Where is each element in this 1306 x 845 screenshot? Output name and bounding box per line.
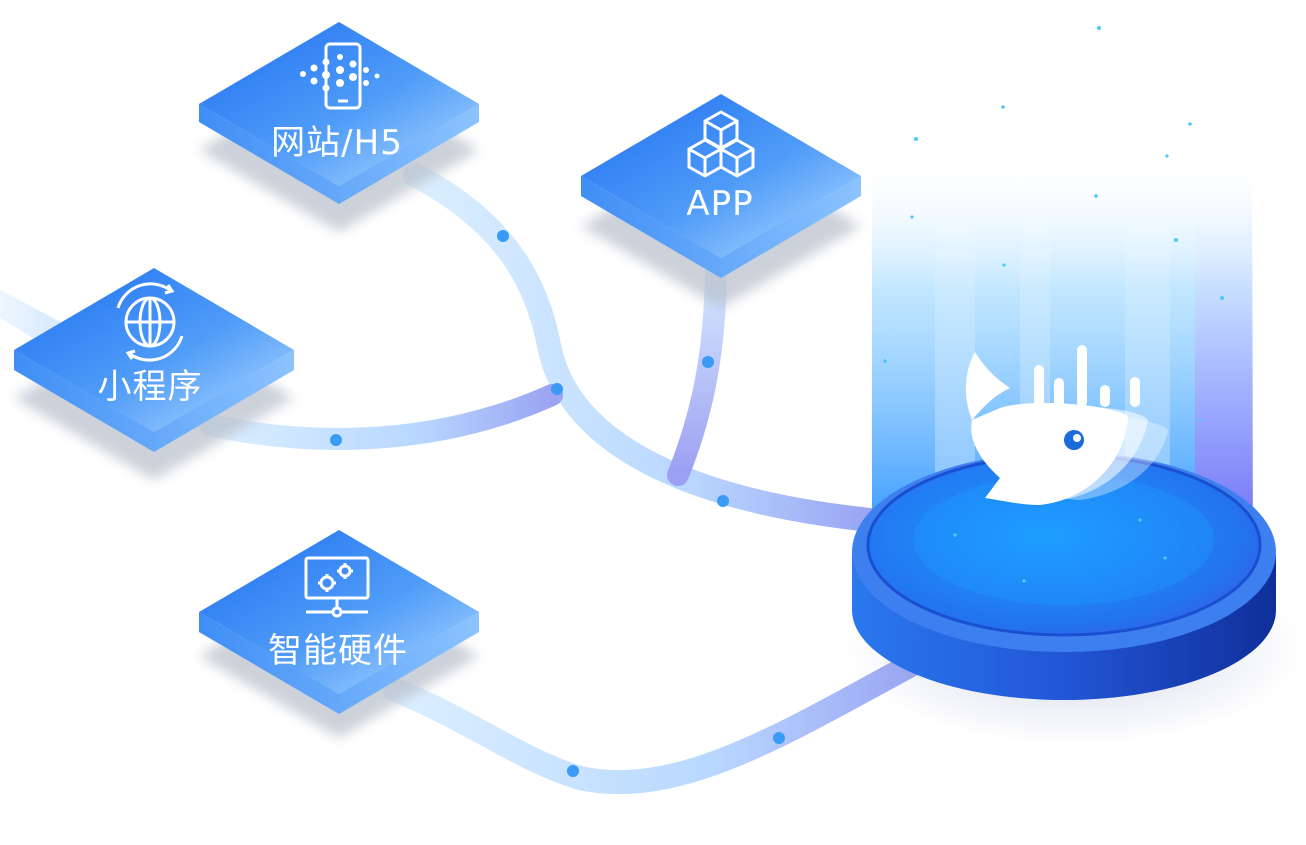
path-node-dot — [567, 765, 579, 777]
path-node-dot — [330, 434, 342, 446]
tile-hardware[interactable]: 智能硬件 — [199, 530, 479, 738]
tile-mini[interactable]: 小程序 — [14, 268, 294, 480]
path-nodes — [330, 230, 785, 777]
tile-hardware-label: 智能硬件 — [268, 631, 408, 671]
mobile-dots-icon — [300, 42, 380, 110]
whale-chart-icon — [965, 345, 1168, 505]
hub — [845, 26, 1305, 745]
path-node-dot — [773, 732, 785, 744]
path-node-dot — [551, 383, 563, 395]
tile-app[interactable]: APP — [581, 94, 861, 308]
tile-app-label: APP — [686, 184, 753, 224]
path-hardware-to-hub — [383, 648, 932, 795]
globe-cycle-icon — [116, 282, 184, 362]
path-node-dot — [702, 356, 714, 368]
monitor-gears-icon — [304, 556, 370, 618]
tile-web[interactable]: 网站/H5 — [199, 22, 479, 232]
tile-mini-label: 小程序 — [98, 367, 203, 407]
path-node-dot — [497, 230, 509, 242]
hub-sparkles — [883, 26, 1224, 583]
path-mini-to-junction — [199, 384, 563, 450]
tile-web-label: 网站/H5 — [271, 123, 403, 163]
cubes-icon — [687, 110, 755, 178]
path-node-dot — [717, 495, 729, 507]
